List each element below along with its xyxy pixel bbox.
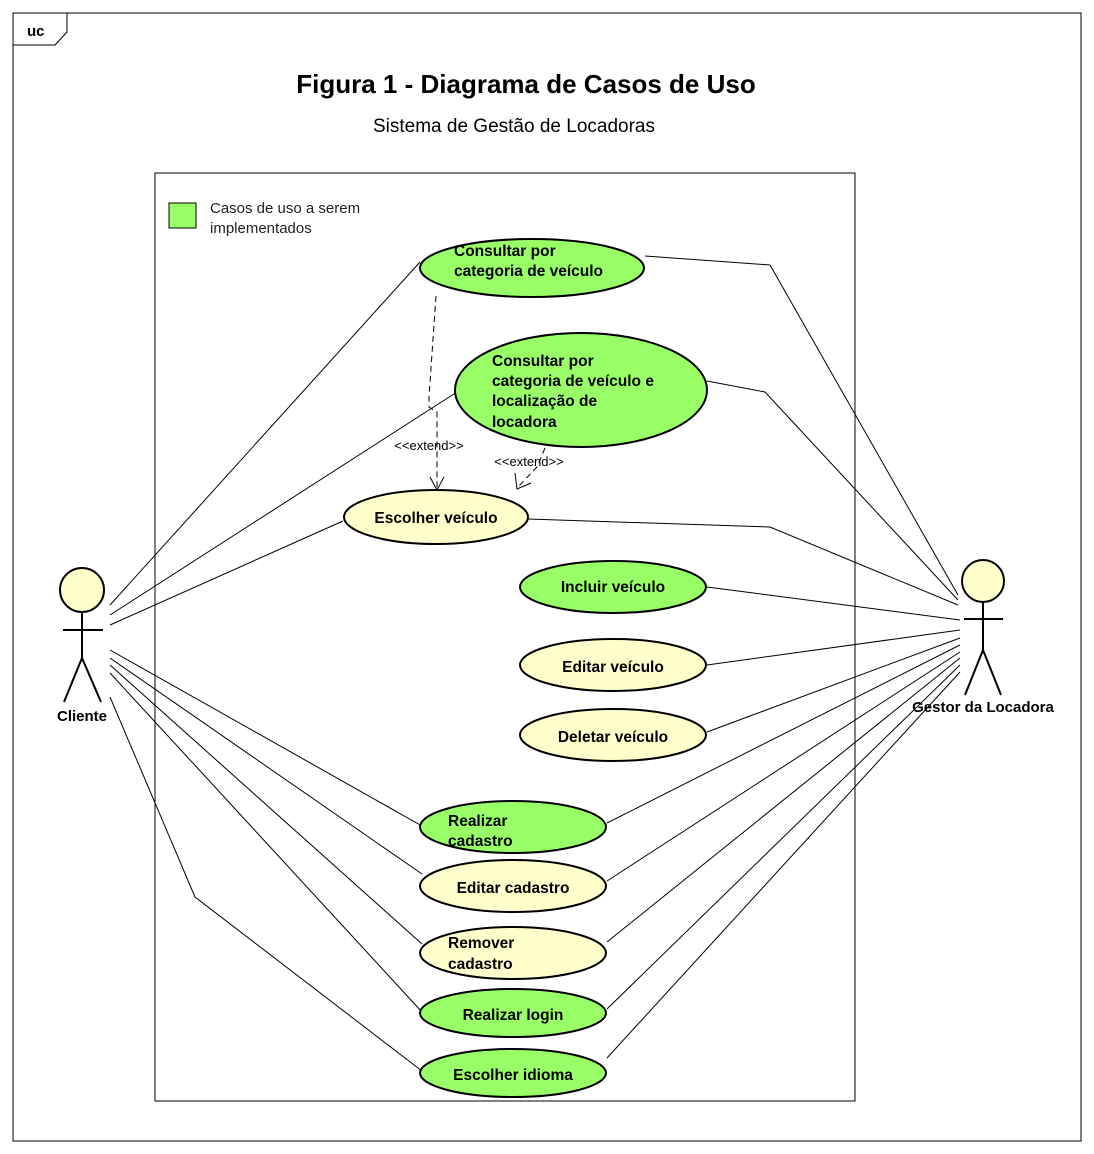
cliente-associations [109, 261, 458, 1072]
assoc-gestor-realizar-login [606, 664, 961, 1010]
use-case-label: Realizar [448, 813, 507, 830]
use-case-label: Escolher idioma [453, 1067, 573, 1084]
assoc-gestor-deletar-veiculo [706, 637, 961, 733]
assoc-cliente-escolher-veiculo [109, 520, 344, 626]
use-case-label: cadastro [448, 833, 513, 850]
frame-tab [12, 12, 68, 46]
actor-gestor[interactable]: Gestor da Locadora [912, 559, 1055, 716]
assoc-cliente-realizar-login [109, 672, 423, 1013]
use-case-label: cadastro [448, 956, 513, 973]
use-case-label: Realizar login [463, 1007, 564, 1024]
assoc-gestor-escolher-idioma [606, 671, 961, 1059]
actor-cliente[interactable]: Cliente [57, 567, 107, 725]
assoc-cliente-consultar-categoria [109, 261, 421, 606]
assoc-gestor-consultar-localizacao [706, 380, 959, 601]
use-case-escolher-veiculo[interactable]: Escolher veículo [343, 489, 529, 545]
use-case-label: Editar cadastro [457, 880, 570, 897]
use-case-editar-veiculo[interactable]: Editar veículo [519, 638, 707, 692]
use-case-label: Escolher veículo [374, 510, 497, 527]
assoc-cliente-escolher-idioma [109, 696, 423, 1072]
assoc-gestor-remover-cadastro [606, 657, 961, 943]
assoc-cliente-realizar-cadastro [109, 649, 423, 827]
use-case-incluir-veiculo[interactable]: Incluir veículo [519, 560, 707, 614]
use-case-label: Consultar por [492, 353, 594, 370]
gestor-associations [527, 255, 961, 1059]
use-case-remover-cadastro[interactable]: Remover cadastro [419, 926, 607, 980]
assoc-gestor-escolher-veiculo [527, 518, 959, 606]
assoc-cliente-remover-cadastro [109, 664, 423, 945]
use-case-label: Editar veículo [562, 659, 664, 676]
assoc-gestor-editar-cadastro [606, 651, 961, 882]
extend-arrow-1 [428, 295, 438, 489]
use-case-label: Consultar por [454, 243, 556, 260]
use-case-escolher-idioma[interactable]: Escolher idioma [419, 1048, 607, 1098]
actor-gestor-label: Gestor da Locadora [912, 699, 1054, 716]
assoc-gestor-consultar-categoria [644, 255, 959, 596]
assoc-gestor-realizar-cadastro [606, 644, 961, 824]
extend-label-2: <<extend>> [494, 454, 563, 469]
use-case-label: localização de [492, 393, 597, 410]
legend-line-2: implementados [210, 220, 312, 237]
use-case-consultar-categoria[interactable]: Consultar por categoria de veículo [419, 238, 645, 298]
use-case-label: Remover [448, 935, 514, 952]
system-boundary [154, 172, 856, 1102]
diagram-title: Figura 1 - Diagrama de Casos de Uso [296, 69, 755, 99]
use-case-deletar-veiculo[interactable]: Deletar veículo [519, 708, 707, 762]
actor-cliente-label: Cliente [57, 708, 107, 725]
use-case-realizar-cadastro[interactable]: Realizar cadastro [419, 800, 607, 854]
assoc-cliente-editar-cadastro [109, 657, 423, 875]
extend-relationships: <<extend>> <<extend>> [394, 295, 564, 492]
use-case-consultar-localizacao[interactable]: Consultar por categoria de veículo e loc… [454, 332, 708, 448]
assoc-gestor-editar-veiculo [706, 629, 961, 666]
use-case-label: Incluir veículo [561, 579, 665, 596]
use-case-label: categoria de veículo [454, 263, 603, 280]
use-case-label: locadora [492, 414, 557, 431]
use-case-editar-cadastro[interactable]: Editar cadastro [419, 859, 607, 913]
assoc-cliente-consultar-localizacao [109, 391, 458, 616]
legend-line-1: Casos de uso a serem [210, 200, 360, 217]
extend-arrowhead-2 [514, 472, 532, 490]
use-case-label: categoria de veículo e [492, 373, 654, 390]
frame-tag: uc [27, 23, 45, 40]
diagram-subtitle: Sistema de Gestão de Locadoras [373, 116, 655, 137]
legend-swatch [168, 202, 197, 229]
extend-arrow-2 [517, 447, 546, 488]
use-case-realizar-login[interactable]: Realizar login [419, 988, 607, 1038]
use-case-label: Deletar veículo [558, 729, 668, 746]
assoc-gestor-incluir-veiculo [706, 586, 961, 621]
extend-label-1: <<extend>> [394, 438, 463, 453]
